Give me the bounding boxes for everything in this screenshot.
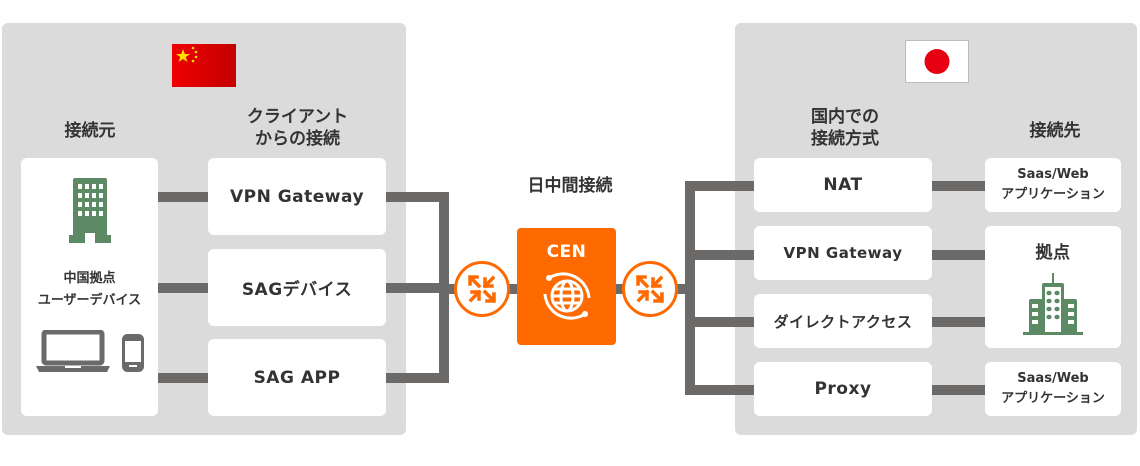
- method-header-line2: 接続方式: [811, 129, 879, 149]
- source-label-line2: ユーザーデバイス: [37, 293, 142, 308]
- connector-bus-method-3: [685, 317, 754, 327]
- dest-box-saas-1: Saas/Web アプリケーション: [985, 158, 1121, 212]
- china-bus-vertical: [439, 192, 449, 383]
- source-header: 接続元: [64, 121, 116, 141]
- dest-label-line2: アプリケーション: [1001, 391, 1105, 406]
- dest-label-line1: Saas/Web: [1017, 167, 1089, 182]
- japan-flag: [905, 40, 969, 83]
- method-header: 国内での 接続方式: [760, 106, 930, 150]
- dest-header: 接続先: [1029, 121, 1081, 141]
- router-icon-right: [622, 261, 678, 317]
- connector-method-dest-4: [932, 385, 985, 395]
- cen-box: CEN: [517, 228, 616, 345]
- client-header: クライアント からの接続: [205, 106, 390, 150]
- smartphone-icon: [121, 334, 144, 376]
- client-header-line2: からの接続: [255, 129, 340, 149]
- client-label: SAGデバイス: [241, 280, 353, 300]
- method-label: NAT: [823, 175, 863, 195]
- method-box-nat: NAT: [754, 158, 932, 212]
- connector-source-client-1: [158, 192, 208, 202]
- cen-label: CEN: [546, 242, 587, 262]
- method-label: Proxy: [814, 379, 872, 399]
- globe-icon: [539, 268, 595, 328]
- dest-label-line2: アプリケーション: [1001, 187, 1105, 202]
- router-icon-left: [454, 261, 510, 317]
- dest-label-line1: Saas/Web: [1017, 371, 1089, 386]
- source-label: 中国拠点 ユーザーデバイス: [38, 268, 141, 312]
- connector-bus-method-2: [685, 250, 754, 260]
- method-box-vpn-gateway: VPN Gateway: [754, 226, 932, 280]
- connector-source-client-2: [158, 283, 208, 293]
- connector-client-bus-3: [386, 373, 449, 383]
- dest-box-saas-2: Saas/Web アプリケーション: [985, 362, 1121, 416]
- connector-bus-method-4: [685, 385, 754, 395]
- connector-method-dest-1: [932, 181, 985, 191]
- method-label: VPN Gateway: [783, 244, 903, 262]
- dest-label: 拠点: [1035, 243, 1071, 263]
- connector-bus-method-1: [685, 181, 754, 191]
- client-header-line1: クライアント: [246, 107, 349, 127]
- client-label: VPN Gateway: [229, 186, 365, 207]
- laptop-icon: [35, 329, 110, 376]
- client-label: SAG APP: [253, 367, 341, 388]
- method-box-proxy: Proxy: [754, 362, 932, 416]
- connector-method-dest-2: [932, 250, 985, 260]
- center-header: 日中間接続: [527, 176, 613, 196]
- client-box-vpn-gateway: VPN Gateway: [208, 158, 386, 235]
- dest-box-office: 拠点: [985, 226, 1121, 348]
- china-flag: [172, 44, 236, 87]
- device-icons: [35, 329, 144, 376]
- source-device-box: 中国拠点 ユーザーデバイス: [21, 158, 158, 416]
- connector-source-client-3: [158, 373, 208, 383]
- method-label: ダイレクトアクセス: [773, 312, 913, 331]
- connector-method-dest-3: [932, 317, 985, 327]
- office-complex-icon: [1021, 273, 1085, 341]
- client-box-sag-device: SAGデバイス: [208, 249, 386, 326]
- client-box-sag-app: SAG APP: [208, 339, 386, 416]
- connector-client-bus-2: [386, 283, 449, 293]
- method-box-direct-access: ダイレクトアクセス: [754, 294, 932, 348]
- office-building-icon: [67, 178, 113, 248]
- japan-bus-vertical: [685, 181, 695, 395]
- method-header-line1: 国内での: [811, 107, 879, 127]
- connector-client-bus-1: [386, 192, 449, 202]
- source-label-line1: 中国拠点: [63, 271, 116, 286]
